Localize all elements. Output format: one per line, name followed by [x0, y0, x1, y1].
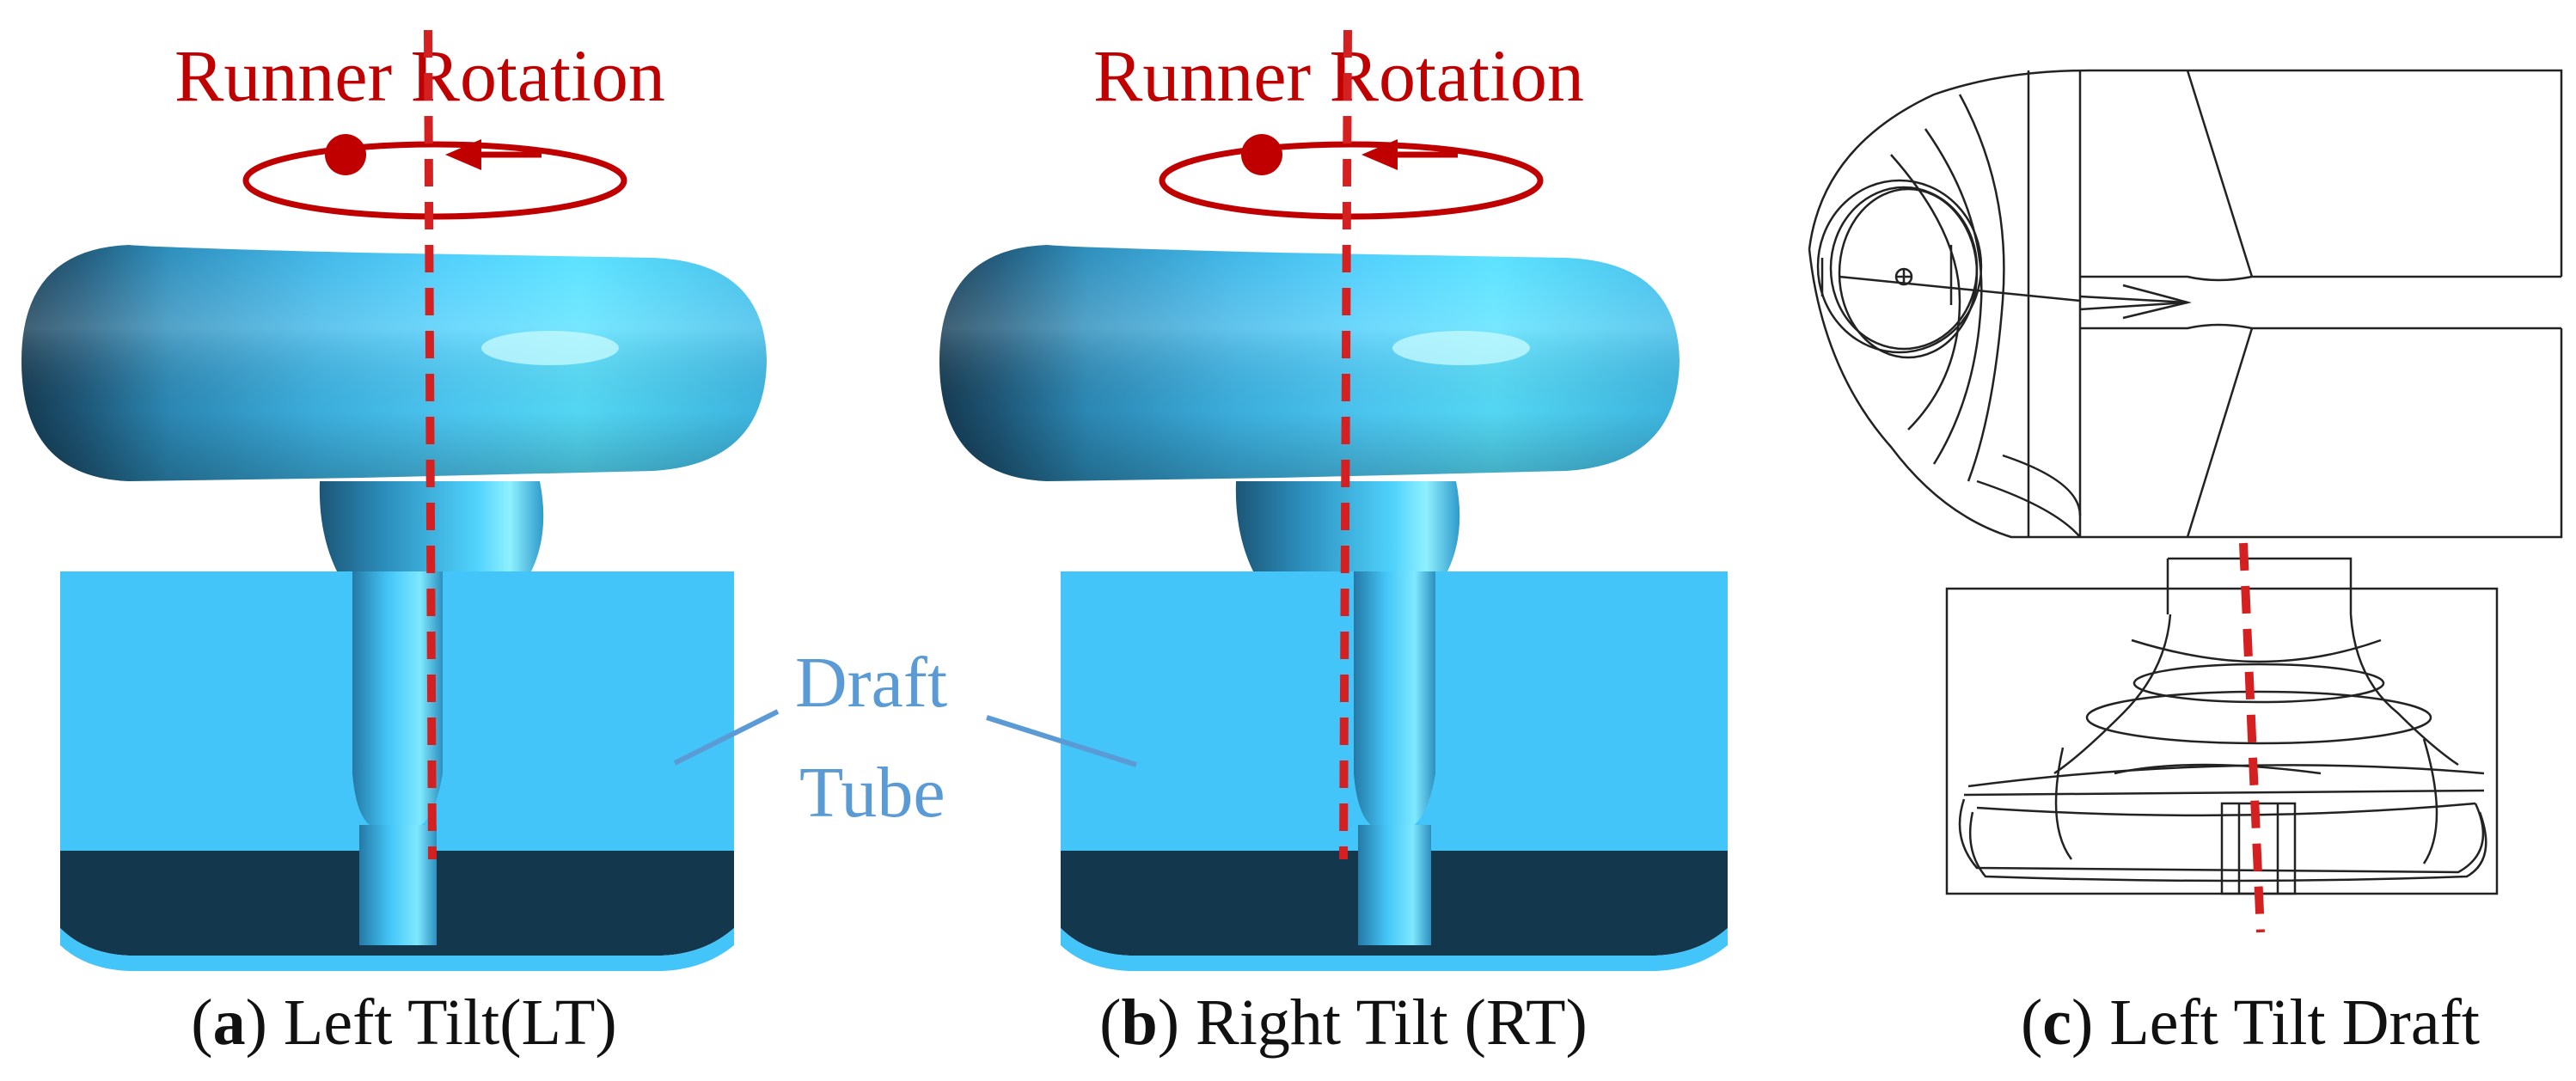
draft-label-line2: Tube [799, 753, 945, 833]
plan-view [1808, 69, 2563, 539]
caption-c: (c) Left Tilt Draft [2021, 986, 2480, 1059]
runner-shaft [319, 481, 544, 945]
panel-b: Runner Rotation [939, 29, 1728, 971]
caption-c-text: Left Tilt Draft [2093, 986, 2480, 1059]
panel-c [1808, 69, 2563, 933]
caption-b-text: Right Tilt (RT) [1179, 986, 1588, 1059]
rotation-axis [424, 29, 437, 860]
rotation-axis [2239, 542, 2265, 933]
caption-b: (b) Right Tilt (RT) [1099, 986, 1588, 1059]
caption-b-letter: b [1121, 986, 1157, 1059]
runner-rotation-label: Runner Rotation [174, 34, 665, 117]
rotation-arrow-icon [1159, 134, 1544, 220]
spiral-casing [21, 245, 767, 481]
caption-a-text: Left Tilt(LT) [267, 986, 617, 1059]
panel-a: Runner Rotation [21, 29, 767, 971]
caption-c-letter: c [2042, 986, 2071, 1059]
spiral-casing [939, 245, 1680, 481]
runner-rotation-label: Runner Rotation [1093, 34, 1584, 117]
leader-line [986, 715, 1137, 767]
leader-line [673, 709, 780, 766]
rotation-arrow-icon [242, 134, 627, 220]
caption-a-letter: a [213, 986, 246, 1059]
draft-tube-label: Draft Tube [673, 643, 1137, 833]
caption-a: (a) Left Tilt(LT) [191, 986, 616, 1059]
draft-label-line1: Draft [795, 643, 947, 723]
elevation-view [1945, 557, 2499, 895]
rotation-axis [1339, 29, 1352, 860]
